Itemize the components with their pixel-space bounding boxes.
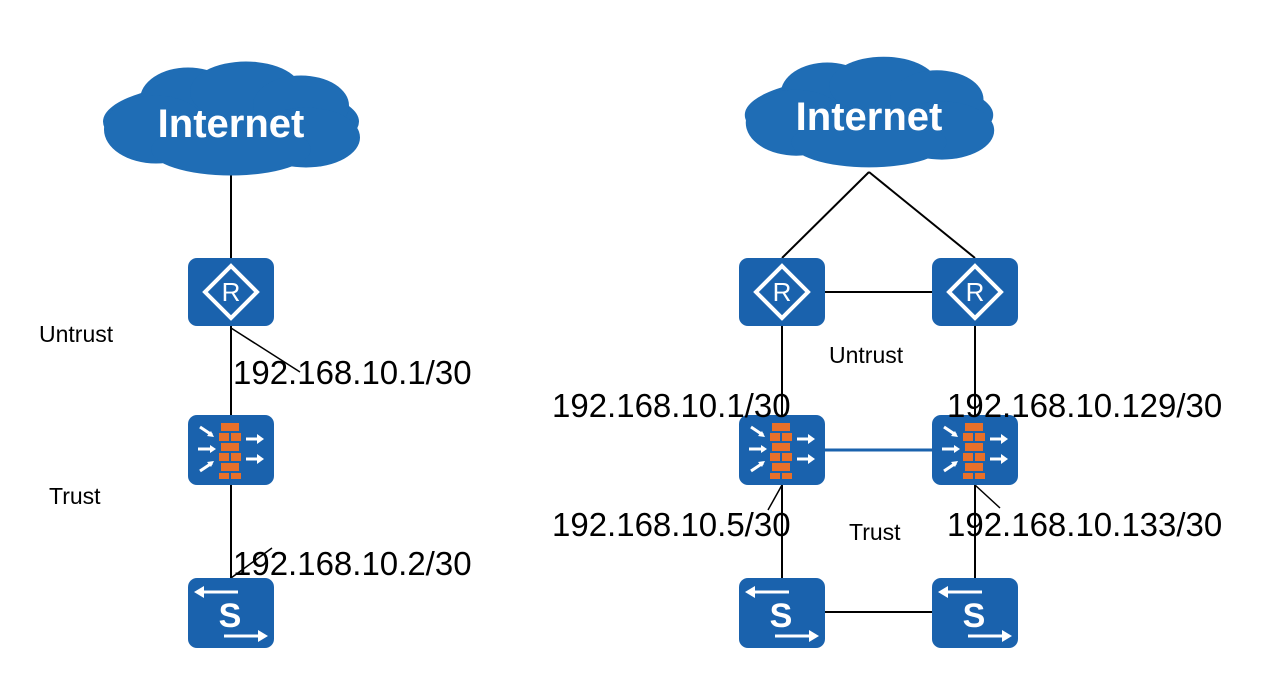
firewall-icon (188, 415, 274, 485)
router-icon (188, 258, 274, 326)
link-internet-router2 (868, 171, 976, 259)
ip-firewall1-upstream: 192.168.10.1/30 (552, 387, 791, 424)
internet-label: Internet (158, 102, 305, 146)
switch-icon (739, 578, 825, 648)
ip-leader-line (230, 327, 301, 373)
link-internet-router1 (781, 171, 870, 259)
firewall-icon (932, 415, 1018, 485)
firewall-icon (739, 415, 825, 485)
ip-leader-line (230, 547, 273, 579)
internet-label: Internet (796, 95, 943, 139)
left-topology: Internet Untrust Trust 192.168.10.1/30 1… (39, 61, 472, 648)
right-topology: Internet Untrust Trust 192.168.10.1/30 1… (552, 56, 1222, 648)
zone-trust-label: Trust (849, 519, 901, 545)
ip-firewall2-downstream: 192.168.10.133/30 (947, 506, 1222, 543)
ip-firewall-switch: 192.168.10.2/30 (233, 545, 472, 582)
router-icon (739, 258, 825, 326)
switch-icon (932, 578, 1018, 648)
zone-untrust-label: Untrust (39, 321, 114, 347)
ip-firewall2-upstream: 192.168.10.129/30 (947, 387, 1222, 424)
switch-icon (188, 578, 274, 648)
ip-leader-line (974, 484, 1001, 509)
internet-cloud: Internet (103, 61, 360, 176)
zone-trust-label: Trust (49, 483, 101, 509)
ip-firewall1-downstream: 192.168.10.5/30 (552, 506, 791, 543)
zone-untrust-label: Untrust (829, 342, 904, 368)
ip-router-firewall: 192.168.10.1/30 (233, 354, 472, 391)
ip-leader-line (767, 484, 783, 511)
internet-cloud: Internet (744, 56, 995, 168)
router-icon (932, 258, 1018, 326)
